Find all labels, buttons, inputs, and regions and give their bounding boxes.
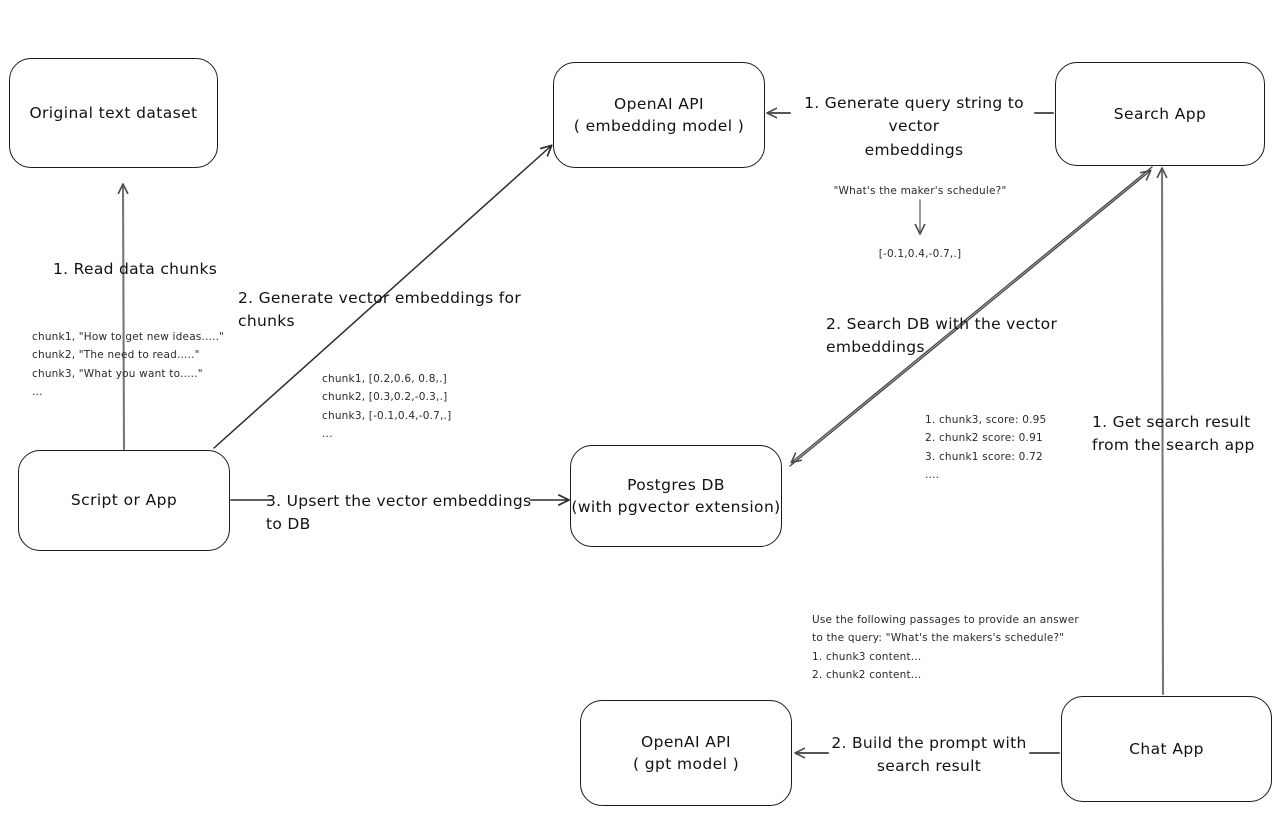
node-postgres-db-title: Postgres DB [627,475,725,494]
edge-label-search-db: 2. Search DB with the vector embeddings [826,315,1058,357]
note-prompt-text: Use the following passages to provide an… [812,614,1079,682]
node-script-or-app[interactable]: Script or App [18,450,230,551]
node-search-app-title: Search App [1113,104,1207,123]
node-script-or-app-title: Script or App [70,491,178,510]
edge-label-build-prompt: 2. Build the prompt with search result [831,734,1027,776]
note-chunk-vectors: chunk1, [0.2,0.6, 0.8,.] chunk2, [0.3,0.… [322,373,452,441]
edge-label-upsert-to-db: 3. Upsert the vector embeddings to DB [266,492,532,534]
node-openai-gpt-model-title: OpenAI API [640,732,732,751]
node-openai-embedding-model-title: OpenAI API [613,94,705,113]
edge-label-read-data-chunks: 1. Read data chunks [53,260,218,278]
note-source-chunks: chunk1, "How to get new ideas....." chun… [32,331,225,399]
node-openai-gpt-model-subtitle: ( gpt model ) [632,755,740,773]
node-postgres-db-subtitle: (with pgvector extension) [571,498,781,516]
node-postgres-db[interactable]: Postgres DB (with pgvector extension) [570,445,782,547]
node-original-text-dataset[interactable]: Original text dataset [9,58,218,168]
node-chat-app[interactable]: Chat App [1061,696,1272,802]
node-search-app[interactable]: Search App [1055,62,1265,166]
node-chat-app-title: Chat App [1129,739,1204,758]
node-openai-gpt-model[interactable]: OpenAI API ( gpt model ) [580,700,792,806]
note-query-vector: [-0.1,0.4,-0.7,.] [878,248,962,260]
node-openai-embedding-model[interactable]: OpenAI API ( embedding model ) [553,62,765,168]
note-query-string: "What's the maker's schedule?" [833,185,1007,197]
edge-read-data-chunks [123,185,124,451]
note-search-results: 1. chunk3, score: 0.95 2. chunk2 score: … [925,414,1047,482]
node-openai-embedding-model-subtitle: ( embedding model ) [573,117,745,135]
edge-label-generate-query-embeddings: 1. Generate query string to vector embed… [804,94,1024,159]
node-original-text-dataset-title: Original text dataset [29,103,198,122]
edge-label-get-search-result: 1. Get search result from the search app [1092,413,1255,455]
edge-label-generate-vector-embeddings: 2. Generate vector embeddings for chunks [238,289,521,331]
